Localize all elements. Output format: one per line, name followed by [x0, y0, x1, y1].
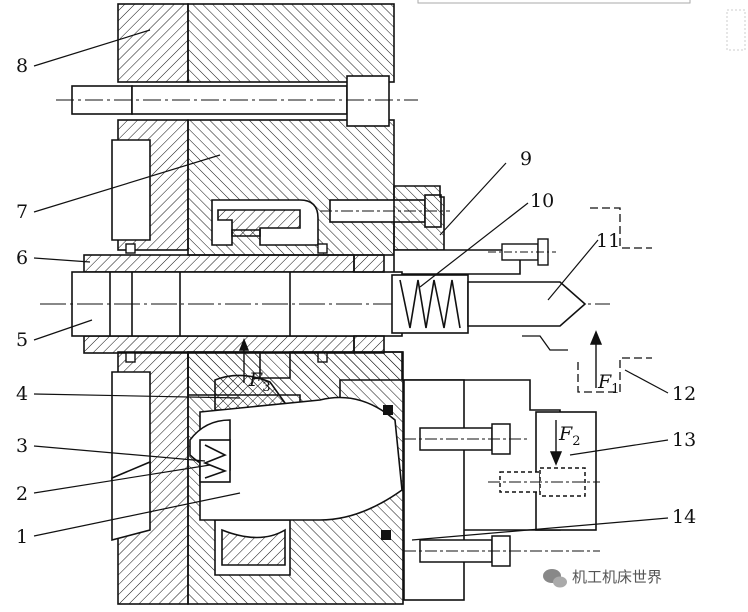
- force-label-f2: F2: [558, 423, 580, 449]
- callout-2: 2: [16, 483, 28, 505]
- pin-11: [467, 281, 587, 327]
- callout-13: 13: [672, 429, 696, 451]
- clamp-bolts: [404, 423, 600, 567]
- callout-4: 4: [16, 383, 28, 405]
- callout-8: 8: [16, 55, 28, 77]
- watermark-text: 机工机床世界: [572, 568, 662, 586]
- piston-upper: [211, 199, 319, 246]
- spring-10: [391, 274, 469, 334]
- workpiece-12: [522, 207, 652, 393]
- force-label-f3: F3: [248, 369, 270, 395]
- force-labels: F3 F1 F2: [248, 369, 619, 449]
- callout-10: 10: [530, 190, 554, 212]
- small-screw-right: [488, 238, 556, 266]
- force-arrows: [238, 330, 603, 466]
- wechat-icon: [543, 569, 567, 588]
- seal-black-upper: [383, 405, 393, 415]
- callout-11: 11: [596, 230, 620, 252]
- seal-black-lower: [381, 530, 391, 540]
- callout-12: 12: [672, 383, 696, 405]
- force-label-f1: F1: [597, 371, 619, 397]
- callouts: 1 2 3 4 5 6 7 8 9 10 11 12 13 14: [16, 55, 696, 548]
- callout-1: 1: [16, 526, 28, 548]
- callout-3: 3: [16, 435, 28, 457]
- callout-9: 9: [520, 148, 532, 170]
- callout-14: 14: [672, 506, 696, 528]
- callout-6: 6: [16, 247, 28, 269]
- watermark: 机工机床世界: [543, 568, 662, 588]
- bolt-top: [56, 75, 418, 127]
- body-9: [393, 185, 521, 275]
- callout-7: 7: [16, 201, 28, 223]
- frame-edge: [417, 0, 691, 4]
- callout-5: 5: [16, 329, 28, 351]
- frame-edge-right: [726, 9, 746, 51]
- leader-lines: [33, 29, 669, 541]
